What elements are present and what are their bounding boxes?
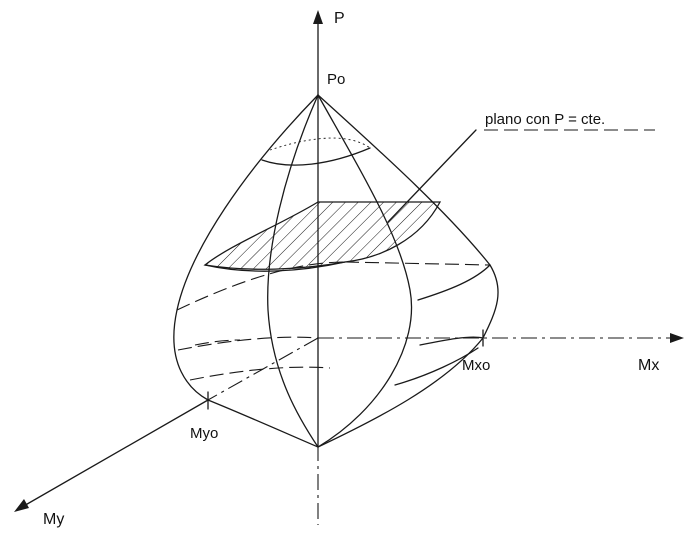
hidden-line-1	[176, 261, 346, 311]
hidden-line-4	[194, 339, 241, 346]
plane-label-leader	[387, 129, 477, 223]
meridian-front	[267, 94, 319, 448]
hatched-plane-section	[203, 201, 442, 270]
level-curve-lower-right	[417, 264, 491, 301]
meridian-right	[317, 94, 413, 448]
mx-axis-arrow	[670, 333, 684, 343]
surface-right-outline	[317, 94, 499, 339]
surface-bottom-left-outline	[207, 399, 319, 448]
plane-label: plano con P = cte.	[485, 111, 606, 128]
my-axis-line	[21, 399, 209, 508]
level-curve-lower-right-2	[419, 336, 484, 346]
level-curve-top	[261, 147, 371, 166]
mx-axis-label: Mx	[638, 357, 660, 374]
po-label: Po	[327, 71, 346, 88]
hidden-line-3	[189, 366, 331, 381]
level-curve-bottom-right	[394, 347, 479, 386]
p-axis-arrow	[313, 10, 323, 24]
hidden-line-2	[177, 336, 319, 351]
surface-left-outline	[173, 94, 319, 401]
my-axis-label: My	[43, 511, 65, 528]
level-curve-mid-right	[344, 261, 491, 266]
p-axis-label: P	[334, 10, 345, 27]
mxo-label: Mxo	[462, 357, 491, 374]
level-curve-top-dotted	[269, 137, 371, 151]
myo-label: Myo	[190, 425, 219, 442]
my-axis-arrow	[14, 499, 29, 512]
